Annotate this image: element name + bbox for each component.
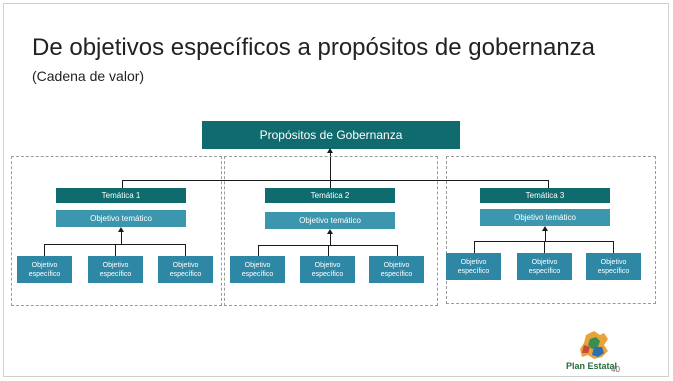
leaf-label-2-2: Objetivo específico — [311, 261, 344, 278]
g1-drop-1 — [44, 244, 45, 256]
leaf-label-3-3: Objetivo específico — [597, 258, 630, 275]
group-frame-3 — [446, 156, 656, 304]
g3-drop-1 — [474, 241, 475, 253]
g1-drop-3 — [185, 244, 186, 256]
leaf-node-2-2: Objetivo específico — [300, 256, 355, 283]
leaf-node-1-1: Objetivo específico — [17, 256, 72, 283]
group-frame-1 — [11, 156, 222, 306]
slide-subtitle: (Cadena de valor) — [32, 68, 145, 84]
objective-node-3: Objetivo temático — [480, 209, 610, 226]
objective-label-3: Objetivo temático — [514, 213, 576, 222]
connector-theme-1 — [122, 180, 123, 188]
g2-arrow — [327, 229, 333, 234]
connector-theme-3 — [548, 180, 549, 188]
g1-stem — [121, 231, 122, 244]
theme-node-3: Temática 3 — [480, 188, 610, 203]
leaf-node-1-2: Objetivo específico — [88, 256, 143, 283]
leaf-node-2-1: Objetivo específico — [230, 256, 285, 283]
g1-arrow — [118, 227, 124, 232]
theme-node-2: Temática 2 — [265, 188, 395, 203]
objective-label-1: Objetivo temático — [90, 214, 152, 223]
connector-theme-2 — [330, 180, 331, 188]
g2-stem — [330, 233, 331, 245]
root-connector-horizontal — [122, 180, 548, 181]
g2-drop-1 — [258, 245, 259, 256]
leaf-label-1-1: Objetivo específico — [28, 261, 61, 278]
leaf-node-1-3: Objetivo específico — [158, 256, 213, 283]
leaf-label-1-3: Objetivo específico — [169, 261, 202, 278]
theme-label-2: Temática 2 — [310, 191, 350, 200]
objective-node-2: Objetivo temático — [265, 212, 395, 229]
g3-drop-2 — [544, 241, 545, 253]
plan-estatal-logo-icon — [580, 331, 608, 359]
objective-node-1: Objetivo temático — [56, 210, 186, 227]
theme-node-1: Temática 1 — [56, 188, 186, 203]
leaf-label-3-2: Objetivo específico — [528, 258, 561, 275]
leaf-node-3-3: Objetivo específico — [586, 253, 641, 280]
g3-drop-3 — [613, 241, 614, 253]
theme-label-1: Temática 1 — [101, 191, 141, 200]
theme-label-3: Temática 3 — [525, 191, 565, 200]
root-arrow — [327, 148, 333, 153]
leaf-label-1-2: Objetivo específico — [99, 261, 132, 278]
leaf-node-2-3: Objetivo específico — [369, 256, 424, 283]
leaf-label-2-3: Objetivo específico — [380, 261, 413, 278]
g3-arrow — [542, 226, 548, 231]
root-connector-vertical — [330, 153, 331, 180]
g3-stem — [545, 230, 546, 241]
g2-drop-2 — [328, 245, 329, 256]
root-label: Propósitos de Gobernanza — [259, 128, 403, 142]
leaf-label-3-1: Objetivo específico — [457, 258, 490, 275]
root-node: Propósitos de Gobernanza — [202, 121, 460, 149]
g2-drop-3 — [397, 245, 398, 256]
leaf-label-2-1: Objetivo específico — [241, 261, 274, 278]
slide: De objetivos específicos a propósitos de… — [3, 3, 669, 377]
leaf-node-3-1: Objetivo específico — [446, 253, 501, 280]
logo-text: Plan Estatal — [566, 361, 618, 371]
page-number: 40 — [611, 365, 620, 374]
slide-title: De objetivos específicos a propósitos de… — [32, 34, 596, 61]
g1-drop-2 — [115, 244, 116, 256]
leaf-node-3-2: Objetivo específico — [517, 253, 572, 280]
group-frame-2 — [224, 156, 438, 306]
objective-label-2: Objetivo temático — [299, 216, 361, 225]
